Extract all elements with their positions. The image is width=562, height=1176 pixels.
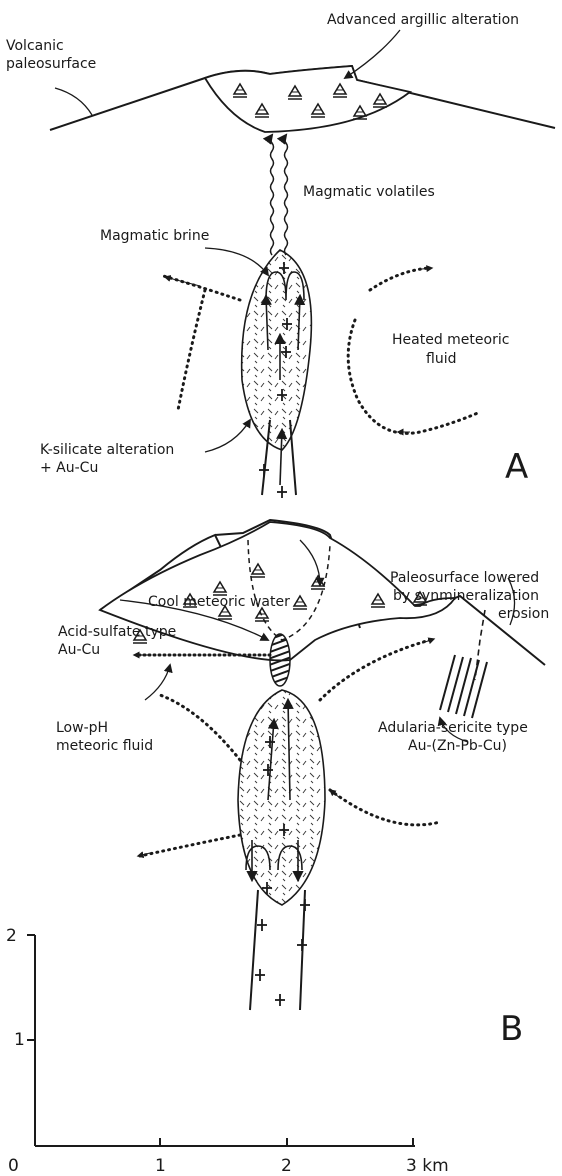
adularia-veins	[440, 610, 487, 718]
label-adularia: Adularia-sericite type	[378, 720, 528, 736]
label-paleosurface-lowered: Paleosurface lowered	[390, 570, 539, 586]
scale-bar: 1 2 0 1 2 3 km	[6, 926, 449, 1176]
label-acid-sulfate: Acid-sulfate type	[58, 624, 176, 640]
label-advanced-argillic: Advanced argillic alteration	[327, 12, 519, 28]
label-low-ph: Low-pH	[56, 720, 108, 736]
leader-low-ph	[145, 665, 170, 700]
label-acid-sulfate-au-cu: Au-Cu	[58, 642, 100, 658]
x-tick-label-1: 1	[155, 1156, 166, 1176]
y-tick-label-2: 2	[6, 926, 17, 946]
b-k-silicate-zone	[238, 690, 325, 905]
b-meteoric-left	[140, 695, 240, 856]
label-paleosurface: paleosurface	[6, 56, 96, 72]
label-magmatic-volatiles: Magmatic volatiles	[303, 184, 435, 200]
advanced-argillic-zone	[205, 66, 410, 132]
acid-sulfate-ore-body	[270, 634, 290, 686]
volatiles-arrow-right	[285, 135, 288, 255]
leader-k-silicate	[205, 420, 250, 452]
k-silicate-zone	[242, 250, 312, 450]
label-synmineralization: by synmineralization	[393, 588, 539, 604]
panel-letter-b: B	[500, 1009, 523, 1049]
leader-brine	[205, 248, 268, 275]
label-adularia-metals: Au-(Zn-Pb-Cu)	[408, 738, 507, 754]
volatiles-arrow-left	[271, 135, 274, 255]
label-meteoric-fluid: meteoric fluid	[56, 738, 153, 754]
label-heated-meteoric: Heated meteoric	[392, 332, 509, 348]
label-magmatic-brine: Magmatic brine	[100, 228, 209, 244]
b-intrusion-stock	[250, 890, 305, 1010]
panel-a: Advanced argillic alteration Volcanic pa…	[6, 12, 555, 498]
meteoric-circulation-right	[348, 268, 480, 433]
label-k-silicate: K-silicate alteration	[40, 442, 174, 458]
label-volcanic: Volcanic	[6, 38, 64, 54]
meteoric-circulation-left	[160, 275, 240, 410]
x-tick-label-3: 3 km	[406, 1156, 449, 1176]
x-tick-label-2: 2	[281, 1156, 292, 1176]
panel-letter-a: A	[505, 447, 528, 487]
label-erosion: erosion	[498, 606, 549, 622]
panel-b: Paleosurface lowered by synmineralizatio…	[56, 520, 549, 1049]
label-cool-meteoric: Cool meteoric water	[148, 594, 290, 610]
leader-paleosurface	[55, 88, 92, 115]
x-tick-label-0: 0	[8, 1156, 19, 1176]
label-heated-meteoric-fluid: fluid	[426, 351, 456, 367]
y-tick-label-1: 1	[14, 1030, 25, 1050]
label-au-cu: + Au-Cu	[40, 460, 98, 476]
